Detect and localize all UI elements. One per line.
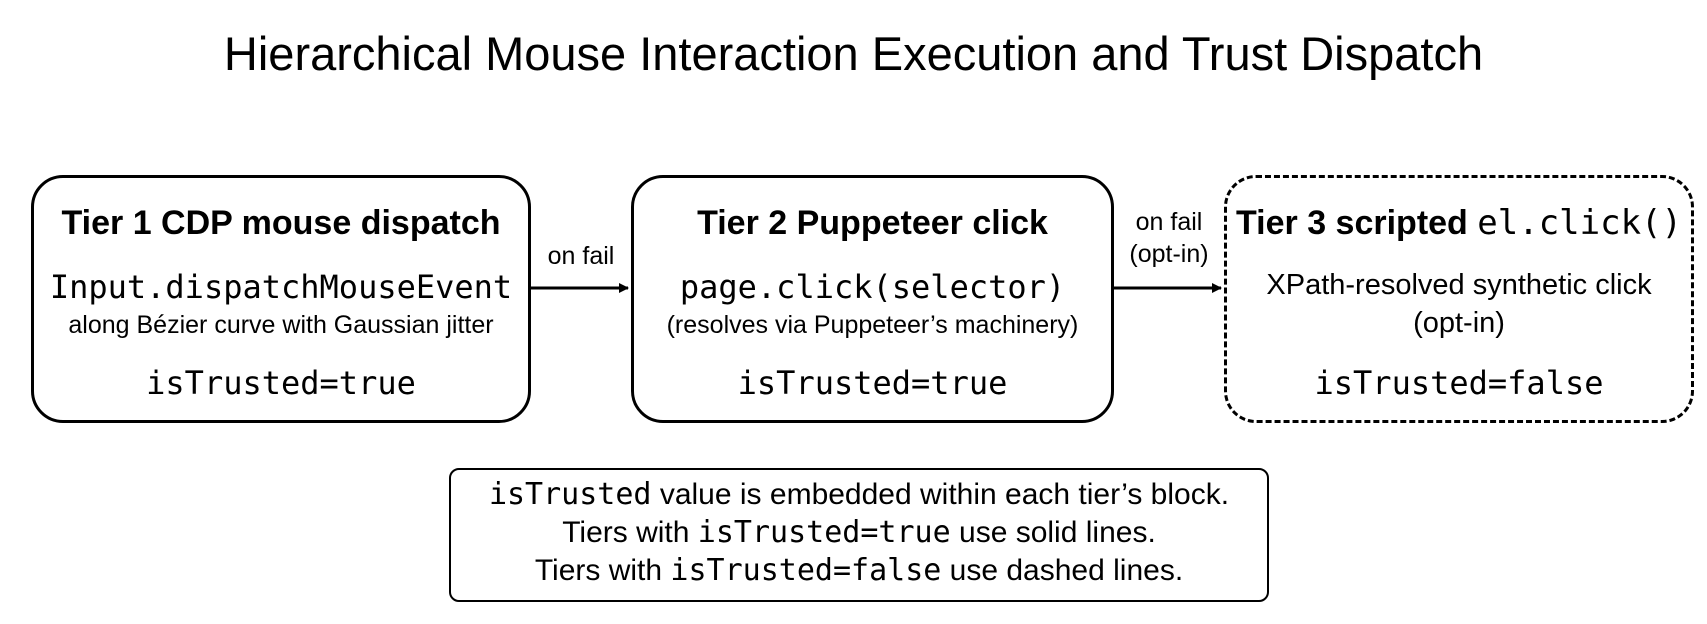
legend-line-3-pre: Tiers with bbox=[534, 554, 671, 587]
tier-3-description: XPath-resolved synthetic click (opt-in) bbox=[1227, 266, 1691, 342]
arrow-2-label-line-1: on fail bbox=[1135, 208, 1203, 236]
tier-1-api: Input.dispatchMouseEvent bbox=[49, 268, 513, 306]
tier-3-description-line-1: XPath-resolved synthetic click bbox=[1266, 269, 1652, 301]
tier-3-heading-code: el.click() bbox=[1477, 203, 1682, 243]
tier-3-trust-value: isTrusted=false bbox=[1314, 364, 1604, 402]
legend-line-1-text: value is embedded within each tier’s blo… bbox=[651, 478, 1230, 511]
tier-2-trust-value: isTrusted=true bbox=[737, 364, 1008, 402]
tier-1-box: Tier 1 CDP mouse dispatch Input.dispatch… bbox=[31, 175, 531, 423]
arrow-2-label-line-2: (opt-in) bbox=[1129, 240, 1209, 268]
tier-1-description: along Bézier curve with Gaussian jitter bbox=[68, 311, 494, 339]
legend-line-2: Tiers with isTrusted=true use solid line… bbox=[451, 514, 1267, 552]
tier-3-box: Tier 3 scripted el.click() XPath-resolve… bbox=[1224, 175, 1694, 423]
legend-line-2-post: use solid lines. bbox=[950, 516, 1156, 549]
tier-3-description-line-2: (opt-in) bbox=[1413, 307, 1505, 339]
arrow-1-label: on fail bbox=[547, 242, 615, 270]
tier-3-heading-text: Tier 3 scripted bbox=[1236, 204, 1468, 242]
legend-line-1-code: isTrusted bbox=[488, 477, 652, 512]
legend-line-2-pre: Tiers with bbox=[562, 516, 698, 549]
tier-3-heading: Tier 3 scripted el.click() bbox=[1227, 202, 1691, 244]
tier-2-api: page.click(selector) bbox=[679, 268, 1066, 306]
tier-2-box: Tier 2 Puppeteer click page.click(select… bbox=[631, 175, 1114, 423]
tier-2-heading: Tier 2 Puppeteer click bbox=[697, 204, 1048, 242]
diagram-title: Hierarchical Mouse Interaction Execution… bbox=[223, 27, 1484, 80]
tier-1-trust-value: isTrusted=true bbox=[146, 364, 416, 402]
legend-line-1: isTrusted value is embedded within each … bbox=[451, 476, 1267, 514]
legend-line-3: Tiers with isTrusted=false use dashed li… bbox=[451, 552, 1267, 590]
legend-line-3-code: isTrusted=false bbox=[670, 553, 942, 588]
legend-line-3-post: use dashed lines. bbox=[941, 554, 1184, 587]
tier-2-description: (resolves via Puppeteer’s machinery) bbox=[666, 311, 1079, 339]
legend-box: isTrusted value is embedded within each … bbox=[449, 468, 1269, 602]
tier-1-heading: Tier 1 CDP mouse dispatch bbox=[61, 204, 501, 242]
arrow-2-label: on fail (opt-in) bbox=[1114, 206, 1224, 270]
legend-line-2-code: isTrusted=true bbox=[697, 515, 951, 550]
